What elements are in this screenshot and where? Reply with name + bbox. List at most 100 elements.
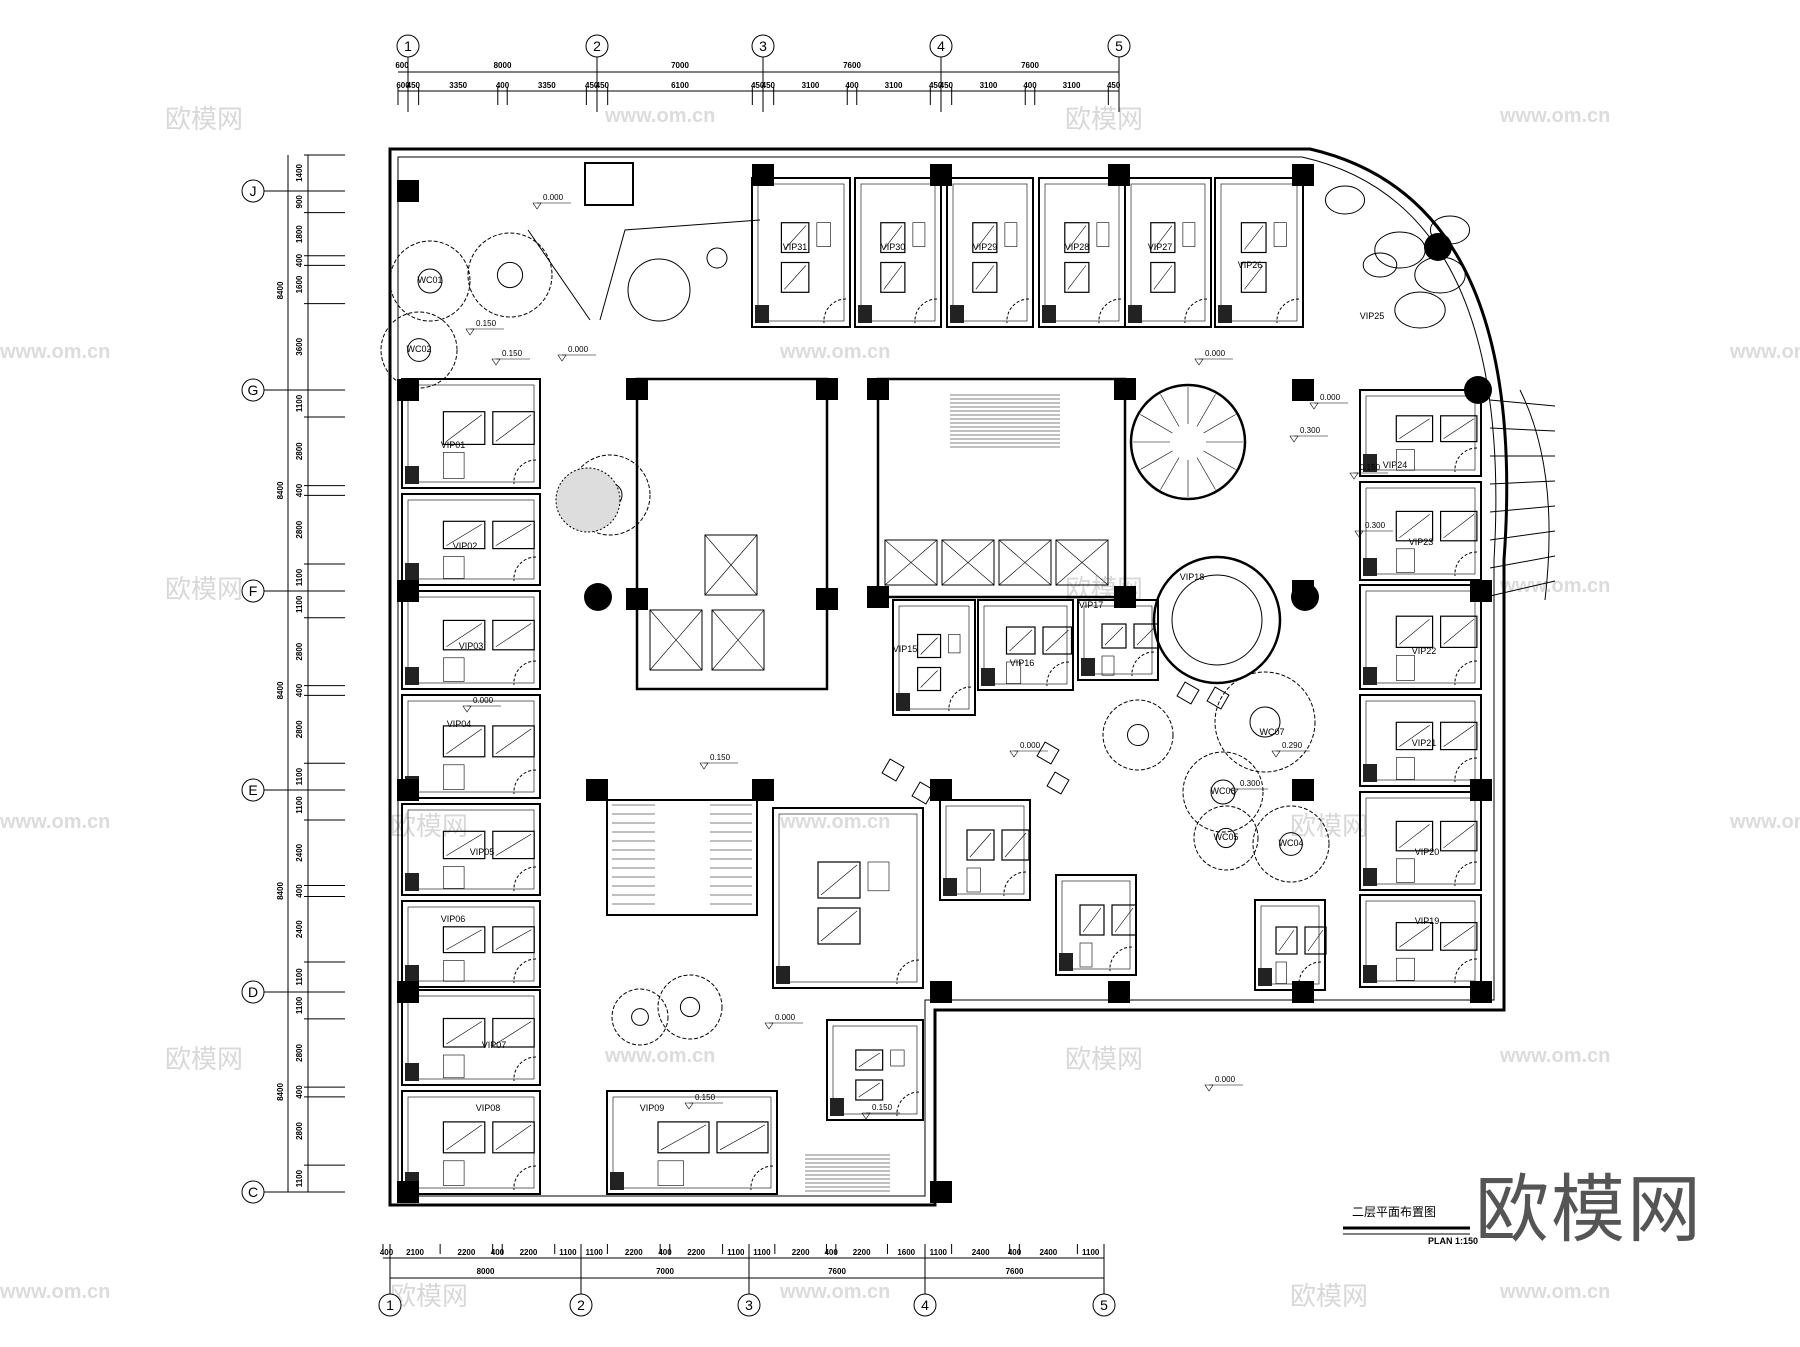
- cabinet-hatch: [405, 1063, 419, 1081]
- cabinet-hatch: [405, 466, 419, 484]
- vip-room: [401, 1090, 541, 1195]
- door-swing-icon: [1454, 660, 1478, 686]
- structural-column: [1470, 779, 1492, 801]
- table-hatch: [495, 1124, 532, 1151]
- sofa-icon: [442, 926, 486, 954]
- vip-room: [892, 599, 976, 716]
- cabinet-hatch: [1218, 305, 1232, 323]
- table-hatch: [495, 623, 532, 648]
- toilet-zoom-circle: [380, 311, 458, 389]
- dimension-value: 1100: [586, 1248, 604, 1257]
- table-hatch: [1067, 225, 1087, 250]
- dimension-value: 1100: [295, 394, 304, 412]
- dimension-value: 2200: [853, 1248, 871, 1257]
- tile-grid-icon: [966, 867, 981, 893]
- elevator-shaft: [704, 534, 758, 596]
- round-room-wall: [1152, 555, 1282, 685]
- dimension-value: 400: [1008, 1248, 1022, 1257]
- room-inner-line: [1365, 590, 1476, 684]
- sofa-icon: [492, 619, 535, 651]
- dimension-value: 2800: [295, 1122, 304, 1140]
- room-label: VIP21: [1412, 738, 1437, 748]
- dimension-value: 1600: [295, 275, 304, 293]
- cabinet-hatch: [610, 1172, 624, 1190]
- sofa-icon: [1395, 820, 1434, 852]
- planter-icon: [555, 467, 621, 533]
- room-inner-line: [1044, 183, 1120, 322]
- structural-column: [1292, 379, 1314, 401]
- elevation-marker-icon: [1289, 435, 1299, 443]
- cabinet-hatch: [1363, 965, 1377, 983]
- stair-tread: [1160, 394, 1180, 427]
- vip-room: [939, 799, 1031, 901]
- table-hatch: [883, 225, 903, 250]
- tile-grid-icon: [1396, 757, 1415, 780]
- dimension-value: 2800: [295, 442, 304, 460]
- elevation-value: 0.300: [1240, 779, 1261, 788]
- dimension-value: 2800: [295, 642, 304, 660]
- dimension-value: 400: [295, 253, 304, 267]
- sofa-icon: [817, 861, 861, 899]
- structural-column: [1470, 580, 1492, 602]
- dimension-value: 400: [658, 1248, 672, 1257]
- elevation-value: 0.150: [476, 319, 497, 328]
- room-label: VIP17: [1079, 600, 1104, 610]
- elevator-cross-icon: [941, 539, 995, 586]
- room-label: VIP06: [441, 914, 466, 924]
- room-inner-line: [757, 183, 845, 322]
- cabinet-hatch: [1042, 305, 1056, 323]
- table-hatch: [820, 864, 858, 896]
- tile-grid-icon: [443, 452, 465, 479]
- dimension-value: 2800: [295, 520, 304, 538]
- structural-column: [1292, 164, 1314, 186]
- structural-column: [397, 180, 419, 202]
- dimension-value: 450: [1107, 81, 1121, 90]
- chair-icon: [1046, 771, 1070, 795]
- table-hatch: [495, 1021, 532, 1045]
- grid-label-left: G: [248, 382, 259, 398]
- room-label: VIP09: [640, 1103, 665, 1113]
- elevation-value: 0.000: [568, 345, 589, 354]
- dimension-value: 2400: [1039, 1248, 1057, 1257]
- table-hatch: [1443, 418, 1475, 439]
- cabinet-hatch: [405, 563, 419, 581]
- elevator-shaft: [884, 539, 938, 586]
- reception-counter: [527, 219, 761, 321]
- room-wall: [606, 1090, 778, 1195]
- table-hatch: [446, 414, 482, 442]
- sofa-icon: [492, 830, 535, 860]
- dimension-value: 2200: [625, 1248, 643, 1257]
- vip-room: [1124, 177, 1212, 328]
- structural-column: [397, 779, 419, 801]
- elevation-marker-icon: [491, 358, 501, 366]
- door-swing-icon: [823, 298, 847, 324]
- table-hatch: [1136, 626, 1156, 646]
- logo-watermark: 欧模网: [1475, 1167, 1703, 1253]
- dimension-value: 1100: [559, 1248, 577, 1257]
- sofa-icon: [442, 619, 486, 651]
- dimension-value: 400: [1023, 81, 1037, 90]
- grid-label-top: 3: [759, 38, 767, 54]
- room-wall: [1214, 177, 1304, 328]
- watermark-url: www.om.cn: [604, 105, 715, 127]
- cabinet-hatch: [896, 693, 910, 711]
- toilet-zoom-circle: [569, 454, 651, 536]
- table-hatch: [820, 910, 858, 942]
- sofa-icon: [492, 520, 535, 550]
- table-hatch: [1067, 265, 1087, 290]
- dimension-value: 400: [491, 1248, 505, 1257]
- room-inner-line: [778, 813, 918, 983]
- sofa-icon: [1439, 415, 1478, 443]
- watermark-url: www.om.cn: [1499, 1281, 1610, 1303]
- vip-room: [1038, 177, 1126, 328]
- dimension-value: 2200: [687, 1248, 705, 1257]
- dimension-value: 1400: [295, 164, 304, 182]
- watermark-url: www.om.cn: [1499, 105, 1610, 127]
- elevation-value: 0.150: [710, 753, 731, 762]
- room-label: WC04: [1278, 838, 1303, 848]
- chair-icon: [881, 758, 905, 782]
- elevation-marker-icon: [684, 1102, 694, 1110]
- door-swing-icon: [750, 1165, 774, 1191]
- room-label: VIP04: [447, 719, 472, 729]
- room-label: VIP23: [1409, 537, 1434, 547]
